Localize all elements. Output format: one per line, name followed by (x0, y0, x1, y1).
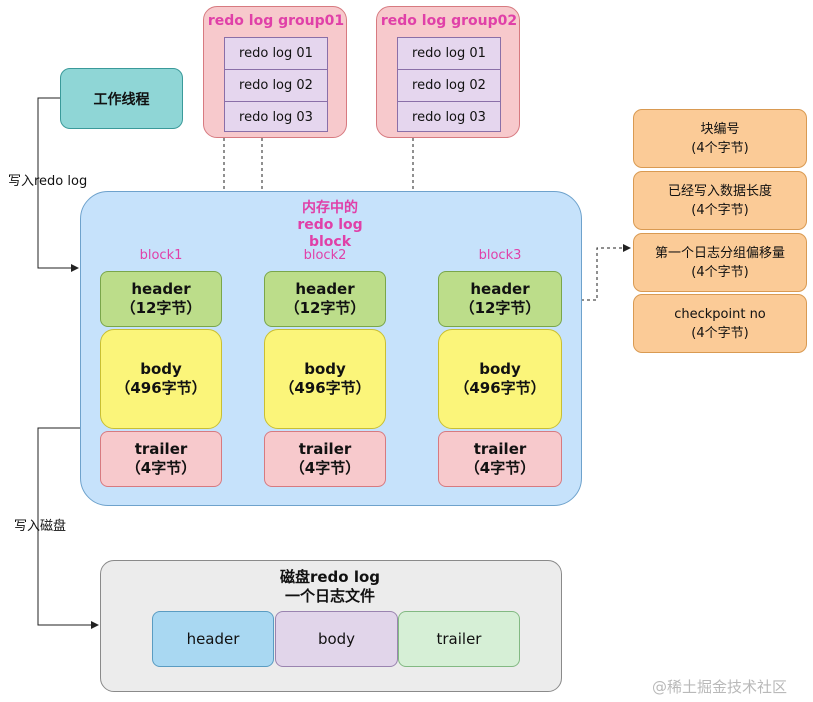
disk-segment-header: header (152, 611, 274, 667)
block2-body-size: （496字节） (279, 379, 371, 397)
block2-trailer-size: （4字节） (289, 459, 361, 477)
worker-to-memory-arrow (37, 97, 79, 272)
header-detail-first-group-offset: 第一个日志分组偏移量 (4个字节) (633, 233, 807, 292)
site-watermark: @稀土掘金技术社区 (652, 678, 788, 696)
memory-title-line1: 内存中的 (302, 200, 358, 216)
block1-body-size: （496字节） (115, 379, 207, 397)
detail-size: (4个字节) (691, 264, 749, 280)
block2-header-name: header (295, 280, 355, 298)
detail-label: 第一个日志分组偏移量 (654, 245, 785, 261)
block2-label: block2 (303, 248, 347, 263)
group01-log-item: redo log 01 (225, 38, 327, 70)
detail-size: (4个字节) (691, 140, 749, 156)
header-to-details-dotted-arrow (563, 244, 631, 301)
header-detail-data-length: 已经写入数据长度 (4个字节) (633, 171, 807, 230)
detail-label: checkpoint no (674, 306, 766, 322)
header-detail-checkpoint-no: checkpoint no (4个字节) (633, 294, 807, 353)
block3-body: body （496字节） (438, 329, 562, 429)
group02-log-item: redo log 01 (398, 38, 500, 70)
block2-trailer: trailer （4字节） (264, 431, 386, 487)
block2-body-name: body (304, 360, 346, 378)
block1-header-size: （12字节） (120, 299, 202, 317)
detail-size: (4个字节) (691, 325, 749, 341)
block3-label: block3 (478, 248, 522, 263)
block1-trailer: trailer （4字节） (100, 431, 222, 487)
detail-label: 已经写入数据长度 (667, 183, 772, 199)
memory-title: 内存中的 redo log block (280, 200, 380, 251)
worker-thread-label: 工作线程 (93, 91, 150, 108)
group02-log-item: redo log 03 (412, 110, 486, 125)
memory-to-disk-arrow (37, 427, 99, 629)
disk-segment-body: body (275, 611, 398, 667)
block1-trailer-name: trailer (134, 440, 188, 458)
block2-header: header （12字节） (264, 271, 386, 327)
block3-body-name: body (479, 360, 521, 378)
block1-body: body （496字节） (100, 329, 222, 429)
disk-title: 磁盘redo log 一个日志文件 (230, 568, 430, 606)
disk-title-line2: 一个日志文件 (284, 587, 375, 605)
redo-log-group01: redo log group01 redo log 01 redo log 02… (203, 6, 347, 138)
block3-header: header （12字节） (438, 271, 562, 327)
disk-segment-trailer: trailer (398, 611, 520, 667)
block2-trailer-name: trailer (298, 440, 352, 458)
group01-log-item: redo log 02 (225, 70, 327, 102)
write-disk-label: 写入磁盘 (14, 519, 67, 534)
block2-header-size: （12字节） (284, 299, 366, 317)
disk-title-line1: 磁盘redo log (279, 568, 381, 586)
group02-title: redo log group02 (380, 13, 518, 29)
write-redo-log-label: 写入redo log (8, 174, 88, 189)
group01-log-list: redo log 01 redo log 02 redo log 03 (224, 37, 328, 132)
memory-title-line2: redo log block (297, 217, 363, 250)
block3-body-size: （496字节） (454, 379, 546, 397)
block3-trailer-size: （4字节） (464, 459, 536, 477)
group02-log-list: redo log 01 redo log 02 redo log 03 (397, 37, 501, 132)
detail-size: (4个字节) (691, 202, 749, 218)
block1-header-name: header (131, 280, 191, 298)
detail-label: 块编号 (700, 121, 740, 137)
block1-label: block1 (139, 248, 183, 263)
worker-thread-box: 工作线程 (60, 68, 183, 129)
block3-trailer-name: trailer (473, 440, 527, 458)
block1-trailer-size: （4字节） (125, 459, 197, 477)
header-detail-block-number: 块编号 (4个字节) (633, 109, 807, 168)
group01-log-item: redo log 03 (239, 110, 313, 125)
block3-header-name: header (470, 280, 530, 298)
redo-log-group02: redo log group02 redo log 01 redo log 02… (376, 6, 520, 138)
block1-header: header （12字节） (100, 271, 222, 327)
block3-trailer: trailer （4字节） (438, 431, 562, 487)
group02-log-item: redo log 02 (398, 70, 500, 102)
block1-body-name: body (140, 360, 182, 378)
block2-body: body （496字节） (264, 329, 386, 429)
block3-header-size: （12字节） (459, 299, 541, 317)
group01-title: redo log group01 (207, 13, 345, 29)
